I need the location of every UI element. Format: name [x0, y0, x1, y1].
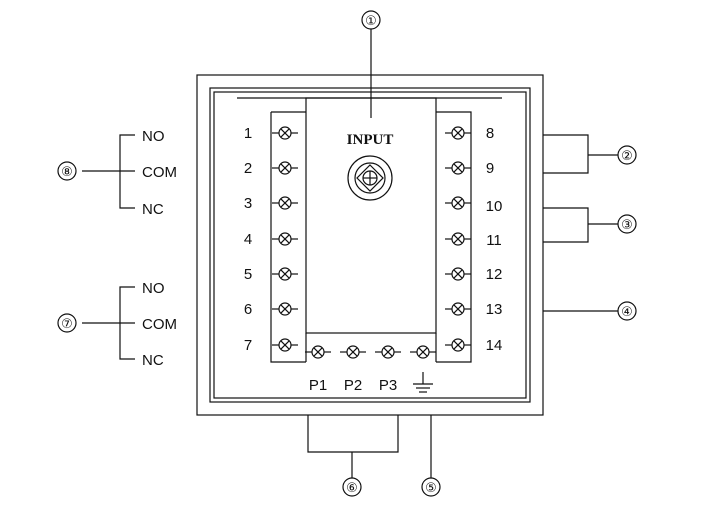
terminal-screw-icon [375, 345, 401, 359]
terminal-screw-icon [272, 302, 298, 316]
input-title: INPUT [347, 132, 394, 148]
input-module [237, 97, 502, 363]
terminal-number: 13 [486, 301, 503, 318]
callout-input-marker: ① [361, 10, 381, 118]
terminal-screw-icon [272, 232, 298, 246]
callout-right-pair-top: ② [543, 134, 637, 174]
terminal-label: P3 [379, 377, 397, 394]
bottom-terminal-labels: P1 P2 P3 [309, 377, 397, 394]
callout-label: ③ [621, 218, 633, 233]
terminal-screw-icon [445, 126, 471, 140]
contact-label-no: NO [142, 128, 165, 145]
callout-label: ① [365, 14, 377, 29]
device-housing [196, 74, 544, 416]
callout-bottom-pair: ⑥ [307, 415, 399, 497]
contact-label-nc: NC [142, 201, 164, 218]
contact-label-no: NO [142, 280, 165, 297]
terminal-label: P2 [344, 377, 362, 394]
callout-label: ⑦ [61, 317, 73, 332]
contact-label-nc: NC [142, 352, 164, 369]
terminal-number: 5 [244, 266, 252, 283]
terminal-number: 12 [486, 266, 503, 283]
callout-right-single: ④ [543, 301, 637, 321]
terminal-number: 6 [244, 301, 252, 318]
terminal-screw-icon [340, 345, 366, 359]
terminal-number: 4 [244, 231, 252, 248]
terminal-label: P1 [309, 377, 327, 394]
terminal-screw-icon [445, 267, 471, 281]
terminal-number: 14 [486, 337, 503, 354]
terminal-number: 11 [486, 232, 502, 249]
terminal-screw-icon [272, 338, 298, 352]
contact-label-com: COM [142, 316, 177, 333]
callout-label: ⑧ [61, 165, 73, 180]
right-terminal-screws [445, 126, 471, 352]
callout-bottom-right: ⑤ [421, 415, 441, 497]
terminal-screw-icon [445, 232, 471, 246]
relay-output-lower: ⑦ NO COM NC [57, 280, 177, 369]
terminal-number: 8 [486, 125, 494, 142]
left-terminal-screws [272, 126, 298, 352]
bottom-terminal-screws [305, 345, 436, 359]
terminal-screw-icon [272, 267, 298, 281]
terminal-number: 7 [244, 337, 252, 354]
terminal-screw-icon [305, 345, 331, 359]
terminal-screw-icon [445, 338, 471, 352]
terminal-screw-icon [445, 302, 471, 316]
contact-label-com: COM [142, 164, 177, 181]
terminal-number: 1 [244, 125, 252, 142]
callout-label: ⑥ [346, 481, 358, 496]
terminal-screw-icon [445, 161, 471, 175]
callout-right-pair-mid: ③ [543, 207, 637, 243]
terminal-number: 2 [244, 160, 252, 177]
right-terminal-labels: 8 9 10 11 12 13 14 [486, 125, 503, 354]
terminal-number: 9 [486, 160, 494, 177]
callout-label: ⑤ [425, 481, 437, 496]
terminal-screw-icon [272, 126, 298, 140]
terminal-screw-icon [272, 161, 298, 175]
terminal-number: 3 [244, 195, 252, 212]
terminal-screw-icon [410, 345, 436, 359]
relay-output-upper: ⑧ NO COM NC [57, 128, 177, 218]
input-connector-icon [347, 155, 393, 201]
left-terminal-labels: 1 2 3 4 5 6 7 [244, 125, 252, 354]
callout-label: ④ [621, 305, 633, 320]
terminal-screw-icon [272, 196, 298, 210]
callout-label: ② [621, 149, 633, 164]
terminal-number: 10 [486, 198, 503, 215]
terminal-screw-icon [445, 196, 471, 210]
ground-icon [413, 372, 433, 393]
